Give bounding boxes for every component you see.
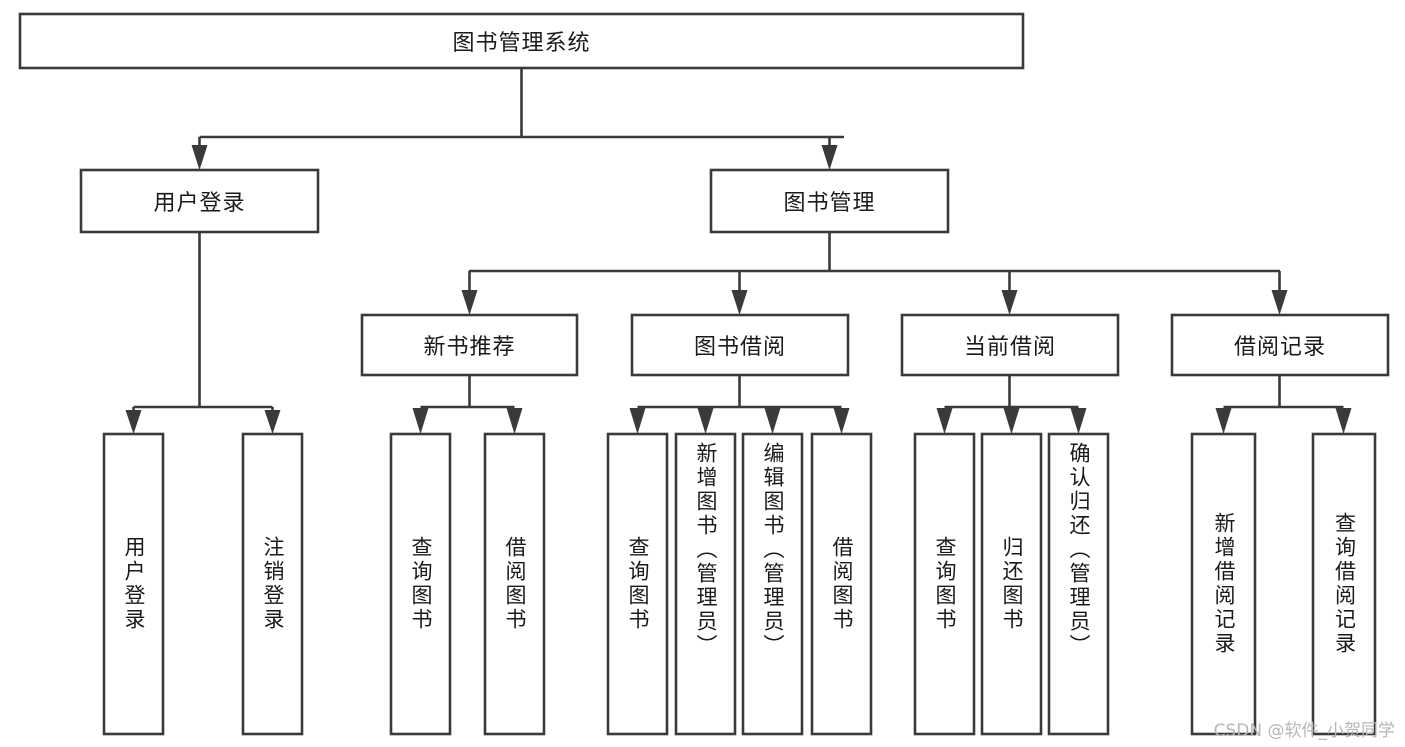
node-user-login[interactable] [79, 168, 320, 234]
node-leaf-add-book[interactable] [674, 432, 737, 736]
node-leaf-borrow-book-1[interactable] [483, 432, 546, 736]
arrow-head-leaf-logout [264, 410, 281, 434]
node-leaf-user-login[interactable] [102, 432, 165, 736]
arrow-head-leaf-query-book-1 [412, 408, 429, 434]
connector-layer [125, 68, 1352, 434]
arrow-head-leaf-add-record [1215, 408, 1232, 434]
arrow-head-leaf-confirm-return [1070, 408, 1087, 434]
arrow-head-new-book-rec [461, 290, 478, 315]
node-current-borrow[interactable] [900, 313, 1120, 377]
arrow-head-leaf-add-book [697, 408, 714, 434]
arrow-head-leaf-edit-book [764, 408, 781, 434]
node-leaf-query-book-3[interactable] [913, 432, 976, 736]
node-leaf-confirm-return[interactable] [1047, 432, 1110, 736]
arrow-head-leaf-user-login [125, 410, 142, 434]
node-root[interactable] [18, 12, 1025, 70]
arrow-head-leaf-query-book-2 [629, 408, 646, 434]
node-leaf-add-record[interactable] [1190, 432, 1257, 736]
node-leaf-edit-book[interactable] [741, 432, 804, 736]
node-book-manage[interactable] [709, 168, 950, 234]
node-leaf-query-book-1[interactable] [389, 432, 452, 736]
arrow-head-leaf-query-book-3 [936, 408, 953, 434]
arrow-head-leaf-borrow-book-2 [833, 408, 850, 434]
node-leaf-return-book[interactable] [980, 432, 1043, 736]
node-leaf-query-book-2[interactable] [606, 432, 669, 736]
arrow-head-book-manage [821, 145, 838, 170]
arrow-head-book-borrow [731, 290, 748, 315]
node-borrow-record[interactable] [1170, 313, 1390, 377]
arrow-head-user-login [191, 145, 208, 170]
node-new-book-rec[interactable] [360, 313, 579, 377]
arrow-head-leaf-return-book [1003, 408, 1020, 434]
arrow-head-borrow-record [1271, 290, 1288, 315]
arrow-head-leaf-query-record [1335, 408, 1352, 434]
node-leaf-borrow-book-2[interactable] [810, 432, 873, 736]
node-book-borrow[interactable] [630, 313, 850, 377]
node-leaf-logout[interactable] [241, 432, 304, 736]
arrow-head-current-borrow [1001, 290, 1018, 315]
node-leaf-query-record[interactable] [1311, 432, 1377, 736]
node-layer [18, 12, 1390, 736]
arrow-head-leaf-borrow-book-1 [506, 408, 523, 434]
